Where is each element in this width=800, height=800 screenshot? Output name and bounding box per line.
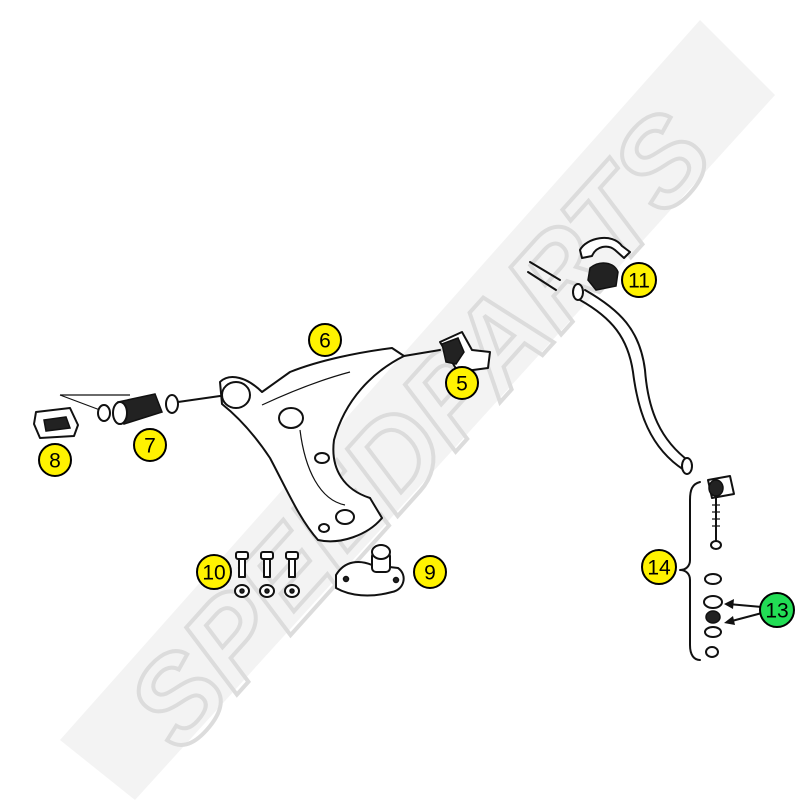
- callout-13-label: 13: [765, 600, 788, 623]
- part-6-control-arm: [219, 347, 441, 543]
- part-11-clamp: [579, 236, 631, 291]
- callout-10: 10: [196, 554, 232, 590]
- part-14-drop-link: [679, 475, 763, 661]
- callout-8-label: 8: [49, 450, 61, 473]
- stabilizer-bar: [527, 261, 693, 475]
- callout-10-label: 10: [202, 562, 225, 585]
- bolt-1: [234, 551, 250, 598]
- callout-14: 14: [641, 549, 677, 585]
- front-bushing-assembly: [33, 393, 221, 439]
- callout-6: 6: [308, 323, 342, 357]
- bolt-2: [259, 551, 275, 598]
- callout-5-label: 5: [456, 373, 468, 396]
- part-9-ball-joint: [335, 544, 405, 597]
- callout-11: 11: [621, 262, 657, 298]
- callout-8: 8: [38, 443, 72, 477]
- callout-9-label: 9: [424, 562, 436, 585]
- callout-7-label: 7: [144, 435, 156, 458]
- callout-6-label: 6: [319, 330, 331, 353]
- part-5-rear-bushing: [439, 331, 491, 373]
- watermark-text: SPEEDPARTS: [102, 87, 739, 773]
- callout-14-label: 14: [647, 557, 671, 580]
- callout-11-label: 11: [628, 270, 650, 293]
- callout-9: 9: [413, 555, 447, 589]
- bolt-3: [284, 551, 300, 598]
- callout-13: 13: [759, 592, 795, 628]
- callout-7: 7: [133, 428, 167, 462]
- part-10-bolts: [234, 551, 300, 598]
- callout-5: 5: [445, 366, 479, 400]
